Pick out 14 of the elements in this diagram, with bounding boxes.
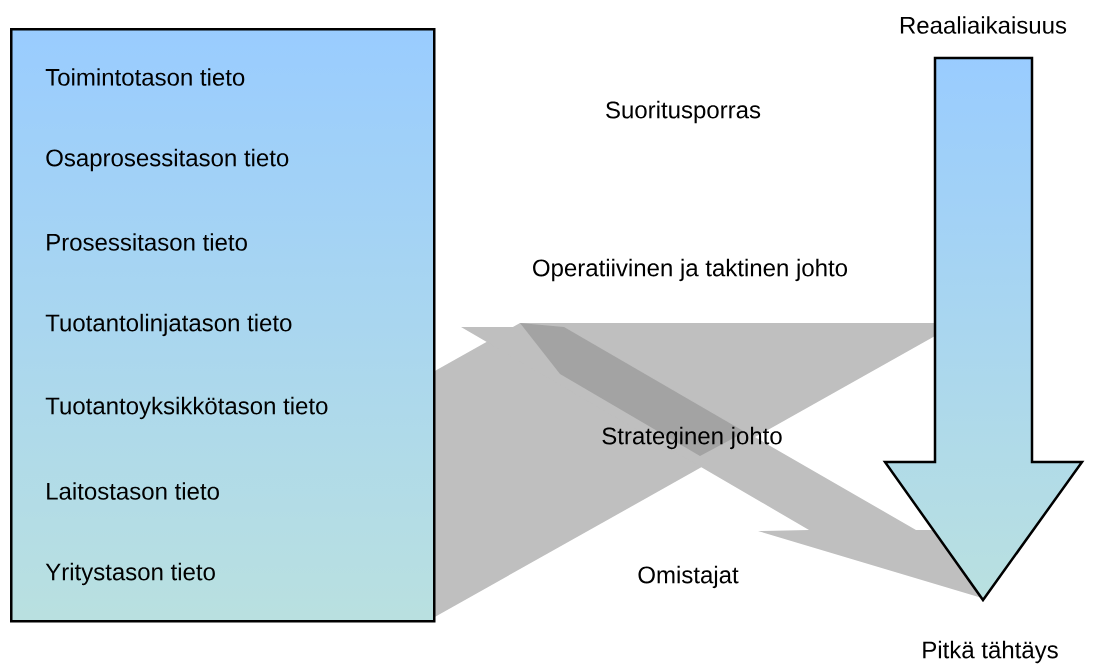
label-text: Pitkä tähtäys xyxy=(923,640,1058,664)
label-text: Operatiivinen ja taktinen johto xyxy=(533,258,848,282)
label-text: Strateginen johto xyxy=(602,426,782,450)
label-text: Suoritusporras xyxy=(606,100,761,124)
level-text: Tuotantolinjatason tieto xyxy=(45,313,292,337)
label-text: Reaaliaikaisuus xyxy=(900,16,1067,34)
label-text: Omistajat xyxy=(638,565,739,589)
level-text: Tuotantoyksikkötason tieto xyxy=(45,396,328,420)
level-text: Toimintotason tieto xyxy=(45,68,245,86)
level-text: Osaprosessitason tieto xyxy=(46,148,289,172)
info-panel xyxy=(10,28,436,623)
level-text: Laitostason tieto xyxy=(47,482,219,500)
level-text: Yritystason tieto xyxy=(45,562,215,586)
level-text: Prosessitason tieto xyxy=(47,233,247,251)
